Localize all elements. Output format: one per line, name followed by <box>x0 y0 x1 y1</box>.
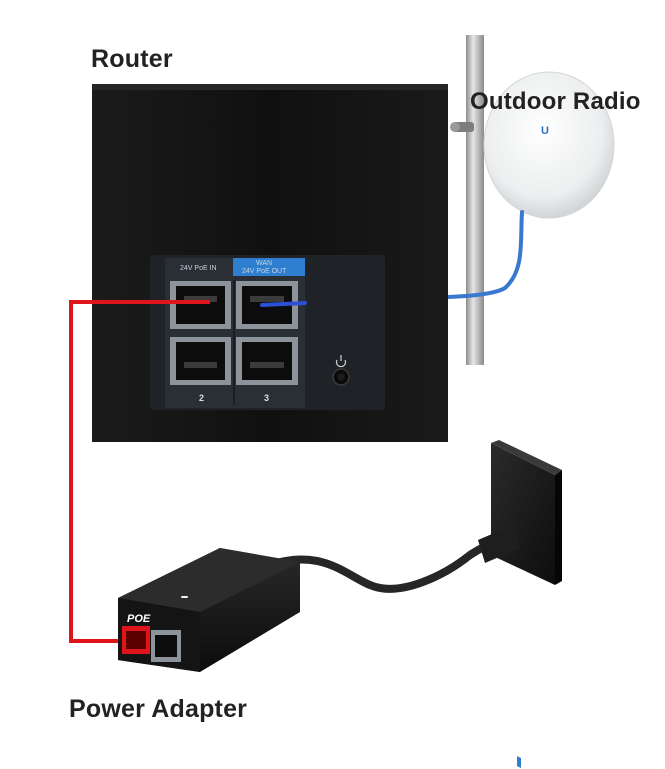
ethernet-port-3[interactable] <box>236 337 298 385</box>
port-out-label-bottom: 24V PoE OUT <box>242 268 287 275</box>
ethernet-port-in[interactable] <box>170 281 231 329</box>
router-port-panel: 24V PoE IN WAN 24V PoE OUT 2 3 <box>150 255 385 410</box>
port-number-3: 3 <box>264 393 269 403</box>
poe-power-adapter: POE <box>118 548 300 672</box>
wall-outlet <box>491 440 562 768</box>
blue-cable <box>260 301 307 307</box>
port-out-label-top: WAN <box>256 260 272 267</box>
adapter-led-icon <box>181 596 188 598</box>
poe-port-label: POE <box>127 613 151 625</box>
power-adapter-label: Power Adapter <box>69 695 248 723</box>
port-number-2: 2 <box>199 393 204 403</box>
adapter-lan-port[interactable] <box>151 630 181 662</box>
ethernet-port-2[interactable] <box>170 337 231 385</box>
adapter-poe-port[interactable] <box>122 626 150 654</box>
power-icon[interactable] <box>332 355 350 386</box>
mounting-pole <box>466 35 484 365</box>
power-plug <box>478 525 520 563</box>
red-cable <box>69 300 210 643</box>
outdoor-radio-dish: U <box>450 71 615 219</box>
ubiquiti-logo-icon: U <box>541 125 549 137</box>
outdoor-radio-label: Outdoor Radio <box>470 88 641 115</box>
port-in-label: 24V PoE IN <box>180 265 217 272</box>
router-label: Router <box>91 45 173 73</box>
